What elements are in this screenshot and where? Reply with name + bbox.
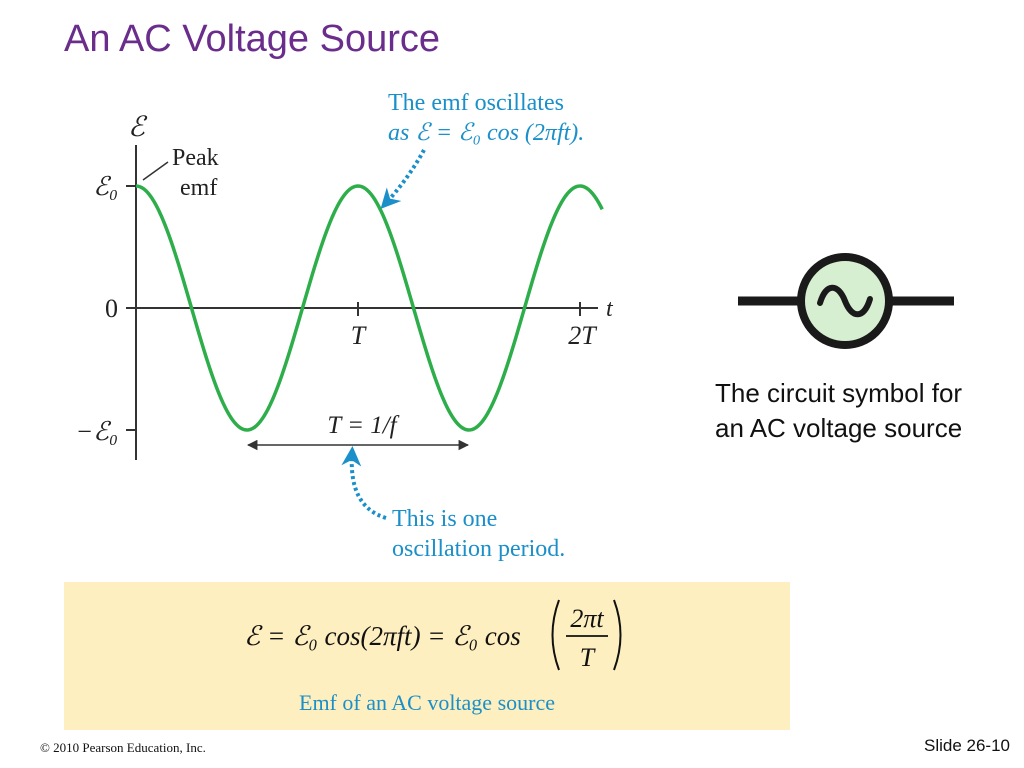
- x-axis-label: t: [606, 296, 614, 322]
- slide-title: An AC Voltage Source: [64, 18, 441, 60]
- formula-paren-right: [613, 599, 622, 671]
- ac-source-symbol: [738, 253, 954, 349]
- y-axis-label: ℰ: [128, 112, 148, 143]
- copyright: © 2010 Pearson Education, Inc.: [40, 740, 206, 755]
- annotation-top: The emf oscillates as ℰ = ℰ₀ cos (2πft).: [388, 88, 584, 148]
- sine-wave-icon: [817, 284, 873, 318]
- symbol-caption: The circuit symbol for an AC voltage sou…: [715, 378, 963, 443]
- x-tick-label-2T: 2T: [568, 321, 597, 350]
- formula-box: ℰ = ℰ₀ cos(2πft) = ℰ₀ cos 2πt T Emf of a…: [64, 582, 790, 730]
- peak-leader-line: [142, 161, 169, 181]
- period-label: T = 1/f: [327, 412, 399, 439]
- peak-label-line2: emf: [180, 175, 217, 201]
- formula-numerator: 2πt: [570, 604, 604, 633]
- slide-number: Slide 26-10: [923, 736, 1010, 755]
- formula: ℰ = ℰ₀ cos(2πft) = ℰ₀ cos 2πt T: [244, 599, 622, 672]
- formula-lhs: ℰ = ℰ₀ cos(2πft) = ℰ₀ cos: [244, 621, 521, 651]
- peak-label-line1: Peak: [172, 145, 219, 171]
- formula-caption: Emf of an AC voltage source: [299, 690, 555, 715]
- annotation-bottom: This is one oscillation period.: [392, 504, 565, 564]
- annotation-bottom-line2: oscillation period.: [392, 536, 566, 562]
- y-tick-label-neg: −ℰ₀: [76, 417, 118, 446]
- annotation-top-line2: as ℰ = ℰ₀ cos (2πft).: [388, 120, 585, 146]
- formula-denominator: T: [580, 643, 596, 672]
- annotation-top-arrow: [380, 149, 426, 209]
- annotation-bottom-line1: This is one: [392, 506, 498, 532]
- x-tick-label-T: T: [351, 321, 367, 350]
- y-tick-label-peak: ℰ₀: [93, 172, 118, 201]
- annotation-bottom-arrow: [341, 446, 387, 520]
- emf-curve: [135, 184, 604, 432]
- y-tick-label-zero: 0: [105, 294, 118, 323]
- annotation-top-line1: The emf oscillates: [388, 90, 564, 116]
- formula-paren-left: [551, 599, 560, 671]
